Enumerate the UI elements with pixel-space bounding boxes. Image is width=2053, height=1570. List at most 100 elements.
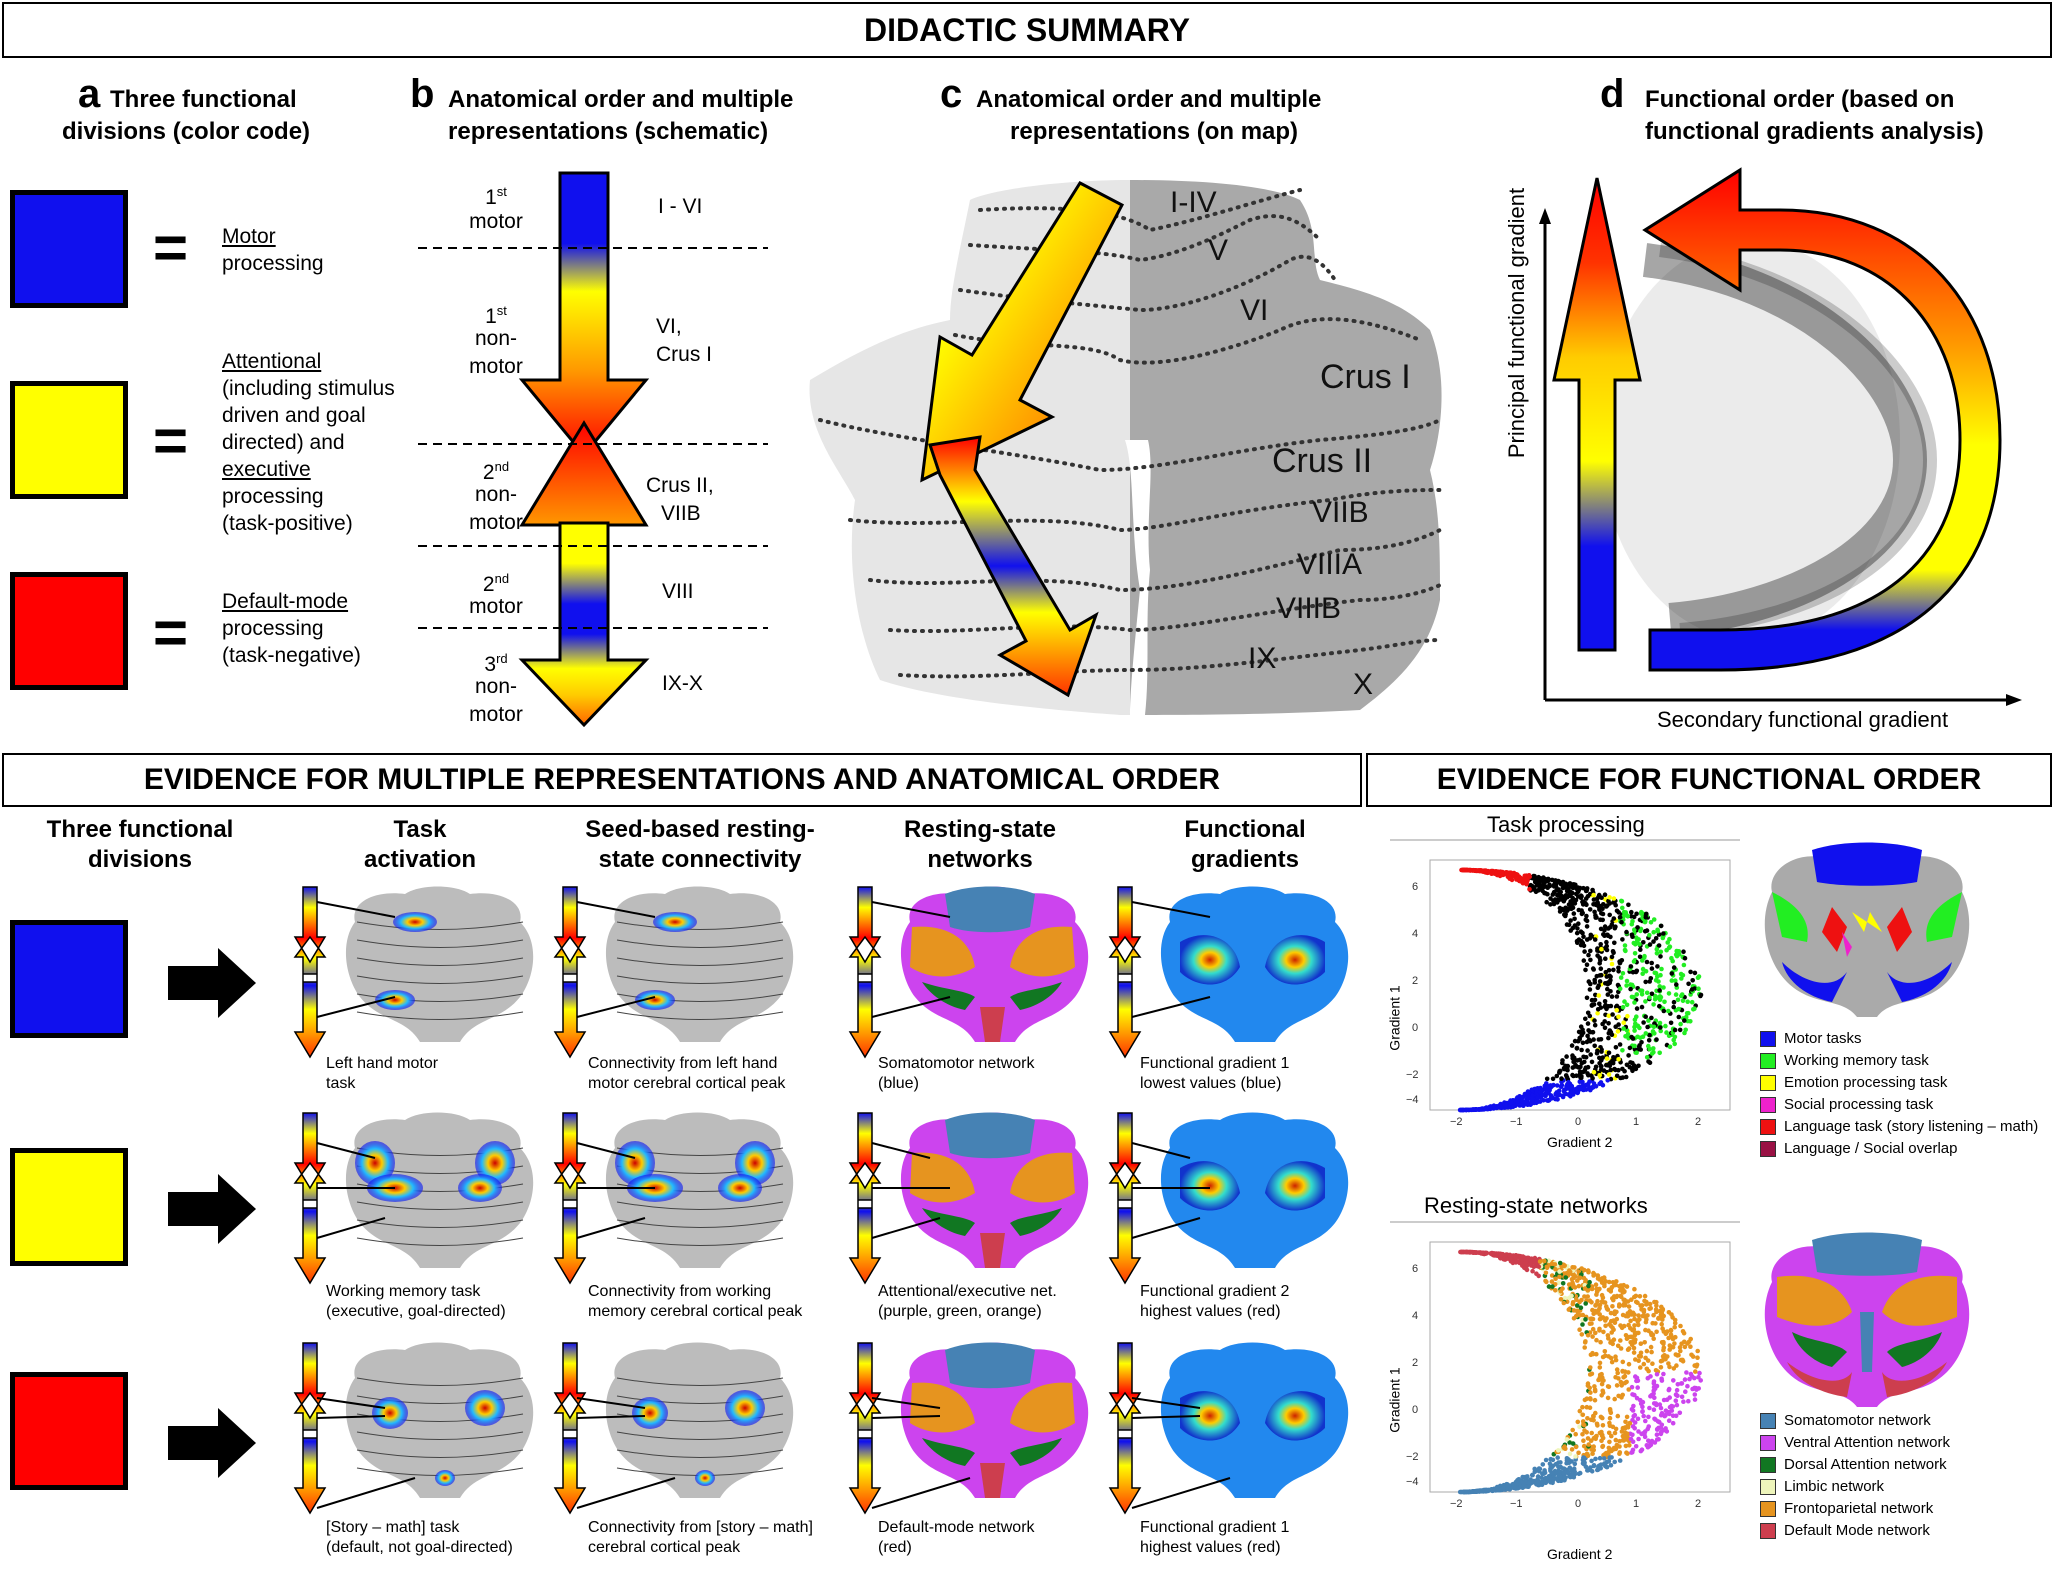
legend-label: Frontoparietal network [1784,1500,1934,1517]
rsn-ytick-m4: −4 [1406,1476,1419,1488]
map-label-VIIIB: VIIIB [1276,592,1341,625]
row2-arrow [168,1174,256,1244]
b-row3-label-3: motor [469,511,523,534]
rsn-plot: 6 4 2 0 −2 −4 −2 −1 0 1 2 [1390,1221,1740,1510]
b-row2-label-3: motor [469,355,523,378]
thumb-r3-rsn [848,1342,1089,1515]
b-row2-label-2: non- [474,327,518,350]
row2-attentional-square [10,1148,128,1266]
thumb-r1-seed [553,886,794,1059]
legend-swatch [1760,1501,1776,1518]
map-label-VIIB: VIIB [1312,496,1369,529]
legend-item: Language / Social overlap [1760,1140,1957,1158]
panel-c-title-2: representations (on map) [1010,118,1299,145]
panel-d-title-2: functional gradients analysis) [1645,118,1984,145]
legend-item: Frontoparietal network [1760,1500,1933,1518]
cap-r3-c3: Default-mode network(red) [878,1519,1035,1556]
b-row5-label: 3rd [484,651,508,676]
didactic-title-box: DIDACTIC SUMMARY [2,2,2052,58]
b-row4-label: 2nd [482,571,510,596]
b-row1-label-2: motor [469,210,523,233]
legend-label: Default Mode network [1784,1522,1930,1539]
thumb-r2-grad [1108,1112,1349,1285]
equals-sign-motor: = [153,214,189,281]
legend-label: Working memory task [1784,1052,1929,1069]
legend-swatch [1760,1097,1776,1114]
legend-label: Language / Social overlap [1784,1140,1958,1157]
task-xtick-m1: −1 [1510,1116,1523,1128]
attentional-label-6: processing [222,485,324,508]
legend-item: Social processing task [1760,1096,1933,1114]
legend-item: Ventral Attention network [1760,1434,1950,1452]
legend-swatch [1760,1141,1776,1158]
task-plot-xticks: −2 −1 0 1 2 [1450,1116,1701,1128]
default-color-square [10,572,128,690]
task-ytick-6: 6 [1412,881,1418,893]
cap-r2-c3: Attentional/executive net.(purple, green… [878,1283,1057,1320]
task-xtick-1: 1 [1633,1116,1639,1128]
legend-label: Motor tasks [1784,1030,1862,1047]
legend-label: Language task (story listening – math) [1784,1118,2039,1135]
rsn-xtick-0: 0 [1575,1498,1581,1510]
map-label-I-IV: I-IV [1170,186,1217,219]
map-label-Crus-II: Crus II [1272,442,1372,480]
rsn-ytick-6: 6 [1412,1263,1418,1275]
rsn-xtick-m1: −1 [1510,1498,1523,1510]
b-row2-label: 1st [485,303,507,328]
panel-d-y-label: Principal functional gradient [1504,187,1529,459]
evidence-right-title: EVIDENCE FOR FUNCTIONAL ORDER [1436,763,1982,796]
rsn-ytick-0: 0 [1412,1404,1418,1416]
task-plot-xlabel: Gradient 2 [1547,1134,1613,1150]
task-map [1764,842,1970,1017]
cap-r1-c3: Somatomotor network(blue) [878,1055,1035,1092]
task-ytick-m2: −2 [1406,1069,1419,1081]
b-row4-region: VIII [662,580,694,603]
thumb-r2-task [293,1112,534,1285]
b-row2-region: VI, [656,315,682,338]
task-ytick-2: 2 [1412,975,1418,987]
attentional-label-exec: executive [222,458,311,481]
legend-swatch [1760,1413,1776,1430]
evidence-right-title-box: EVIDENCE FOR FUNCTIONAL ORDER [1366,753,2052,807]
thumb-r1-task [293,886,534,1059]
row1-arrow [168,948,256,1018]
legend-label: Somatomotor network [1784,1412,1931,1429]
legend-item: Somatomotor network [1760,1412,1931,1430]
row3-arrow [168,1408,256,1478]
rsn-ytick-2: 2 [1412,1357,1418,1369]
attentional-label-7: (task-positive) [222,512,353,535]
b-row4-label-2: motor [469,595,523,618]
task-ytick-0: 0 [1412,1022,1418,1034]
legend-item: Limbic network [1760,1478,1884,1496]
evidence-left-title-box: EVIDENCE FOR MULTIPLE REPRESENTATIONS AN… [2,753,1362,807]
panel-b-letter: b [410,72,435,116]
task-plot-yticks: 6 4 2 0 −2 −4 [1406,881,1419,1106]
evidence-left-title: EVIDENCE FOR MULTIPLE REPRESENTATIONS AN… [143,763,1221,796]
row3-default-square [10,1372,128,1490]
panel-d-diagram [1539,167,2022,706]
task-ytick-4: 4 [1412,928,1418,940]
map-label-VI: VI [1240,294,1268,327]
legend-swatch [1760,1031,1776,1048]
thumb-r2-rsn [848,1112,1089,1285]
legend-swatch [1760,1075,1776,1092]
b-row1-label: 1st [485,184,507,209]
legend-item: Emotion processing task [1760,1074,1947,1092]
task-xtick-0: 0 [1575,1116,1581,1128]
thumb-r3-seed [553,1342,794,1515]
task-plot: 6 4 2 0 −2 −4 −2 −1 0 1 2 [1390,839,1740,1128]
equals-sign-attentional: = [153,407,189,474]
map-label-Crus-I: Crus I [1320,358,1411,396]
attentional-label-3: driven and goal [222,404,366,427]
b-row5-label-2: non- [474,675,518,698]
thumb-r3-grad [1108,1342,1349,1515]
rsn-ytick-m2: −2 [1406,1451,1419,1463]
thumb-r2-seed [553,1112,794,1285]
default-label-title: Default-mode [222,590,349,613]
default-label-3: (task-negative) [222,644,361,667]
cap-r3-c1: [Story – math] task(default, not goal-di… [326,1519,513,1556]
